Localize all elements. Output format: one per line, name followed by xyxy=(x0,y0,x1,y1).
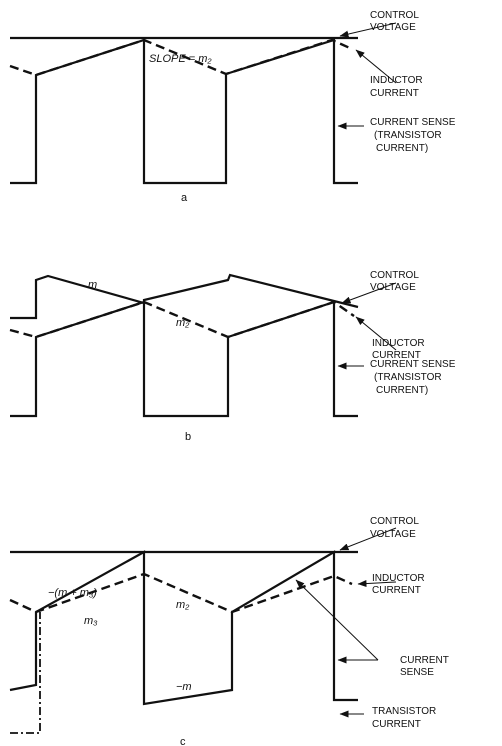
slope-label-m2: m₂ xyxy=(176,599,190,611)
current-sense-waveform xyxy=(9,550,358,706)
panel-caption: b xyxy=(185,431,191,443)
control-voltage-label: CONTROL VOLTAGE xyxy=(370,270,421,293)
inductor-current-arrow xyxy=(357,580,397,588)
slope-label-m3: m₃ xyxy=(84,615,98,627)
control-voltage-arrow xyxy=(341,282,397,304)
current-sense-label: CURRENT SENSE (TRANSISTOR CURRENT) xyxy=(370,359,458,396)
inductor-current-arrow xyxy=(355,316,397,351)
panel-caption: a xyxy=(181,192,188,204)
control-voltage-label: CONTROL VOLTAGE xyxy=(370,516,421,540)
control-voltage-label: CONTROL VOLTAGE xyxy=(370,10,421,33)
slope-label-m: m xyxy=(88,279,97,291)
current-sense-label: CURRENT SENSE (TRANSISTOR CURRENT) xyxy=(370,117,458,154)
inductor-current-label: INDUCTOR CURRENT xyxy=(372,338,427,361)
control-voltage-arrow xyxy=(339,22,397,38)
panel-c: −(m + m₃) m₃ m₂ −m CONTROL VOLTAGE INDUC… xyxy=(9,516,452,746)
panel-caption: c xyxy=(180,736,186,746)
slope-label: SLOPE = m₂ xyxy=(149,53,212,65)
slope-label-m2: m₂ xyxy=(176,317,190,329)
inductor-current-waveform xyxy=(9,300,355,339)
current-sense-arrow-upper xyxy=(295,579,379,661)
slope-label-minus-m: −m xyxy=(176,681,192,693)
control-voltage-arrow xyxy=(339,527,397,551)
inductor-current-label: INDUCTOR CURRENT xyxy=(372,573,427,596)
inductor-current-label: INDUCTOR CURRENT xyxy=(370,75,425,99)
current-sense-waveform xyxy=(10,38,358,185)
current-sense-waveform xyxy=(10,300,358,418)
current-sense-label: CURRENT SENSE xyxy=(400,655,452,678)
slope-label-m-plus-m3: −(m + m₃) xyxy=(48,587,97,599)
transistor-current-label: TRANSISTOR CURRENT xyxy=(372,706,439,730)
inductor-current-waveform xyxy=(9,572,353,614)
panel-b: m m₂ CONTROL VOLTAGE INDUCTOR CURRENT CU… xyxy=(9,270,458,443)
inductor-current-waveform xyxy=(9,38,353,77)
inductor-current-arrow xyxy=(355,49,397,84)
panel-a: SLOPE = m₂ CONTROL VOLTAGE INDUCTOR CURR… xyxy=(9,10,458,204)
